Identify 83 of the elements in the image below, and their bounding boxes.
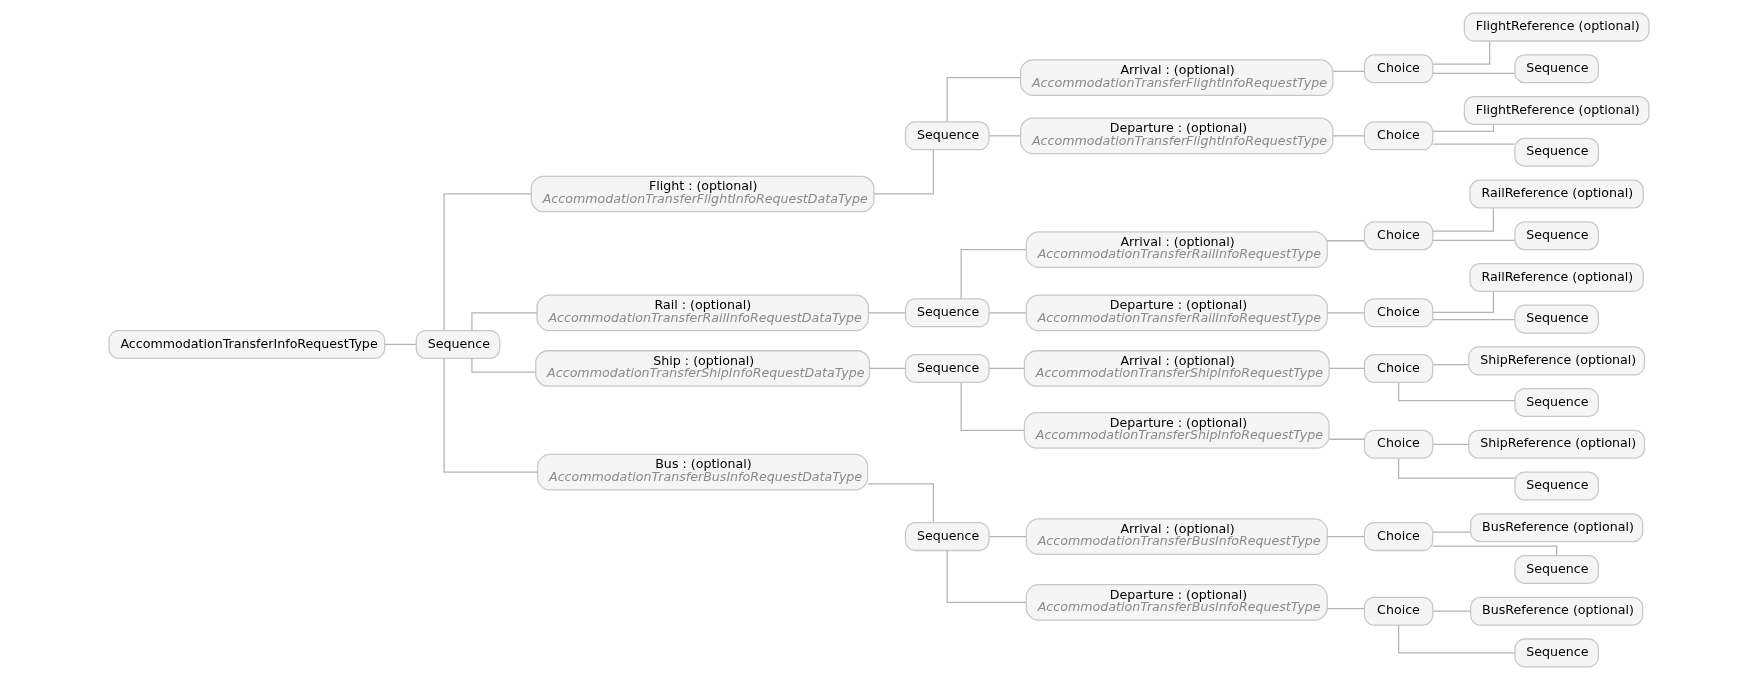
connector bbox=[1328, 438, 1365, 440]
node-box: BusReference (optional) bbox=[1469, 596, 1643, 626]
connector bbox=[442, 193, 532, 331]
node-box: Sequence bbox=[904, 121, 990, 151]
node-box: Ship : (optional) AccommodationTransferShipInfoRequestDataType bbox=[534, 350, 870, 387]
connector bbox=[1397, 382, 1515, 402]
connector bbox=[1326, 535, 1365, 538]
connector bbox=[1431, 239, 1515, 241]
connector bbox=[442, 357, 538, 473]
node-box: Choice bbox=[1363, 353, 1433, 383]
connector bbox=[1431, 364, 1469, 366]
node-box: Choice bbox=[1363, 298, 1433, 328]
connector bbox=[383, 343, 417, 346]
connector bbox=[1326, 312, 1365, 314]
connector bbox=[988, 135, 1021, 137]
node-box: Sequence bbox=[904, 353, 990, 383]
node-box: Flight : (optional) AccommodationTransferFlightInfoRequestDataType bbox=[530, 175, 875, 213]
node-box: Choice bbox=[1363, 522, 1433, 552]
connector bbox=[1431, 531, 1471, 533]
node-box: Sequence bbox=[1513, 471, 1599, 501]
node-box: Choice bbox=[1363, 221, 1433, 251]
node-box: Choice bbox=[1363, 121, 1433, 151]
connector bbox=[988, 312, 1027, 314]
node-box: ShipReference (optional) bbox=[1467, 346, 1645, 376]
connector bbox=[988, 367, 1025, 370]
connector bbox=[1431, 545, 1557, 556]
node-box: Sequence bbox=[1513, 554, 1599, 584]
connector bbox=[1326, 608, 1365, 610]
connector bbox=[866, 483, 934, 523]
connector bbox=[470, 357, 536, 373]
connector bbox=[1397, 457, 1515, 479]
node-box: Arrival : (optional) AccommodationTransferShipInfoRequestType bbox=[1023, 350, 1330, 387]
node-box: RailReference (optional) bbox=[1468, 179, 1644, 209]
node-box: Sequence bbox=[904, 522, 990, 552]
node-box: Choice bbox=[1363, 429, 1433, 459]
node-box: ShipReference (optional) bbox=[1467, 429, 1645, 459]
connector bbox=[1431, 124, 1494, 132]
connector bbox=[470, 312, 537, 332]
connector bbox=[960, 382, 1025, 432]
connector bbox=[1431, 291, 1494, 314]
node-box: RailReference (optional) bbox=[1468, 262, 1644, 292]
node-box: Arrival : (optional) AccommodationTransferBusInfoRequestType bbox=[1025, 518, 1328, 555]
connector bbox=[1332, 70, 1365, 72]
connector bbox=[960, 248, 1026, 300]
node-box: Sequence bbox=[1513, 221, 1599, 251]
node-box: FlightReference (optional) bbox=[1463, 96, 1650, 126]
node-box: Sequence bbox=[1513, 137, 1599, 167]
connector bbox=[1431, 143, 1515, 145]
connector bbox=[872, 149, 934, 195]
connector bbox=[988, 535, 1027, 538]
connector bbox=[1332, 135, 1365, 137]
node-box: Sequence bbox=[1513, 638, 1599, 668]
node-box: Departure : (optional) AccommodationTransferRailInfoRequestType bbox=[1025, 294, 1328, 332]
node-box: Sequence bbox=[415, 329, 500, 359]
node-box: Bus : (optional) AccommodationTransferBusInfoRequestDataType bbox=[536, 453, 868, 491]
connector bbox=[1431, 207, 1494, 232]
node-box: BusReference (optional) bbox=[1469, 513, 1643, 543]
node-box: Sequence bbox=[904, 298, 990, 328]
node-box: Sequence bbox=[1513, 304, 1599, 334]
node-box: Rail : (optional) AccommodationTransferRailInfoRequestDataType bbox=[535, 294, 869, 332]
node-box: Arrival : (optional) AccommodationTransferRailInfoRequestType bbox=[1025, 231, 1328, 268]
connector bbox=[1431, 443, 1469, 445]
connector bbox=[946, 77, 1021, 123]
connector bbox=[1326, 240, 1365, 242]
connector bbox=[1431, 72, 1515, 75]
node-box: Departure : (optional) AccommodationTransferBusInfoRequestType bbox=[1025, 584, 1328, 621]
node-box: AccommodationTransferInfoRequestType bbox=[107, 329, 385, 359]
connector bbox=[1397, 624, 1515, 654]
node-box: Departure : (optional) AccommodationTransferFlightInfoRequestType bbox=[1019, 117, 1333, 155]
node-box: Arrival : (optional) AccommodationTransferFlightInfoRequestType bbox=[1019, 59, 1333, 96]
node-box: Sequence bbox=[1513, 388, 1599, 418]
connector bbox=[946, 549, 1027, 603]
connector bbox=[867, 312, 906, 314]
node-box: Sequence bbox=[1513, 54, 1599, 84]
connector bbox=[1328, 367, 1365, 370]
node-box: Choice bbox=[1363, 54, 1433, 84]
connector bbox=[1431, 318, 1515, 321]
node-box: FlightReference (optional) bbox=[1463, 12, 1650, 42]
node-box: Departure : (optional) AccommodationTransferShipInfoRequestType bbox=[1023, 412, 1330, 449]
connector bbox=[868, 367, 906, 370]
connector bbox=[1431, 40, 1490, 65]
node-box: Choice bbox=[1363, 596, 1433, 626]
connector bbox=[1431, 610, 1471, 612]
